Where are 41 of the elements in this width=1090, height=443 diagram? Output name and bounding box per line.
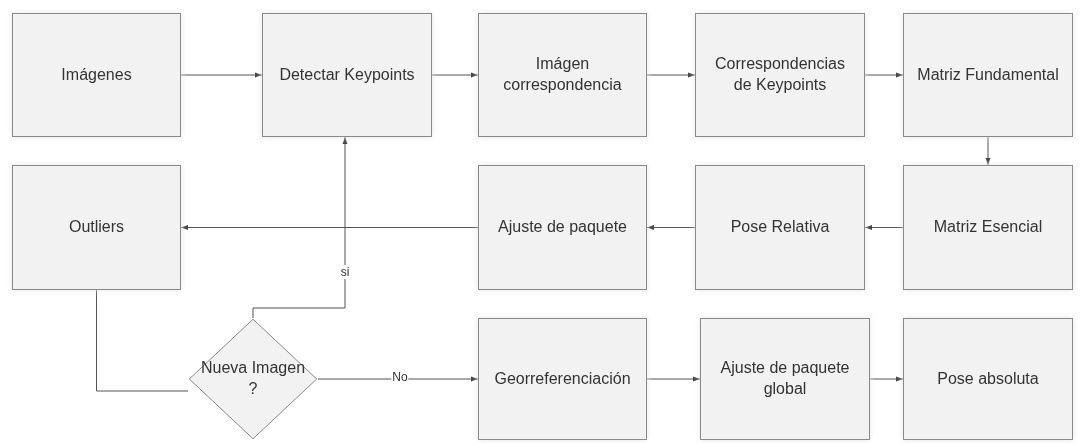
arrow bbox=[864, 225, 904, 230]
process-box bbox=[478, 318, 647, 440]
arrow bbox=[180, 72, 263, 78]
node-text: Pose Relativa bbox=[729, 217, 831, 238]
process-box bbox=[903, 318, 1073, 440]
node-text: Imágenes bbox=[60, 64, 133, 85]
decision-diamond bbox=[188, 318, 318, 440]
process-box bbox=[262, 13, 432, 137]
arrow bbox=[985, 136, 991, 166]
process-box bbox=[12, 165, 181, 290]
node-text: Georreferenciación bbox=[493, 368, 632, 389]
arrow bbox=[646, 376, 701, 382]
node-text: Imágen correspondencia bbox=[502, 54, 623, 95]
node-text: Nueva Imagen ? bbox=[199, 358, 307, 399]
process-box bbox=[695, 13, 865, 137]
process-box bbox=[903, 165, 1073, 290]
edge-label: No bbox=[391, 370, 409, 384]
arrow bbox=[252, 136, 348, 319]
node-text: Detectar Keypoints bbox=[278, 64, 416, 85]
connector-line bbox=[96, 289, 189, 392]
arrow bbox=[431, 72, 479, 78]
node-text: Correspondencias de Keypoints bbox=[714, 54, 846, 95]
node-text: Matriz Esencial bbox=[932, 217, 1044, 238]
arrow bbox=[646, 225, 696, 230]
node-text: Ajuste de paquete bbox=[497, 217, 628, 238]
process-box bbox=[478, 13, 647, 137]
arrow bbox=[180, 225, 479, 230]
node-text: Ajuste de paquete global bbox=[719, 358, 851, 399]
process-box bbox=[700, 318, 870, 440]
process-box bbox=[478, 165, 647, 290]
arrow bbox=[317, 376, 479, 382]
node-text: Matriz Fundamental bbox=[916, 64, 1060, 85]
edge-label: si bbox=[339, 265, 351, 279]
arrow bbox=[864, 72, 904, 78]
arrow bbox=[869, 376, 904, 382]
node-text: Outliers bbox=[67, 217, 126, 238]
arrow bbox=[646, 72, 696, 78]
process-box bbox=[12, 13, 181, 137]
process-box bbox=[903, 13, 1073, 137]
node-text: Pose absoluta bbox=[936, 368, 1040, 389]
process-box bbox=[695, 165, 865, 290]
